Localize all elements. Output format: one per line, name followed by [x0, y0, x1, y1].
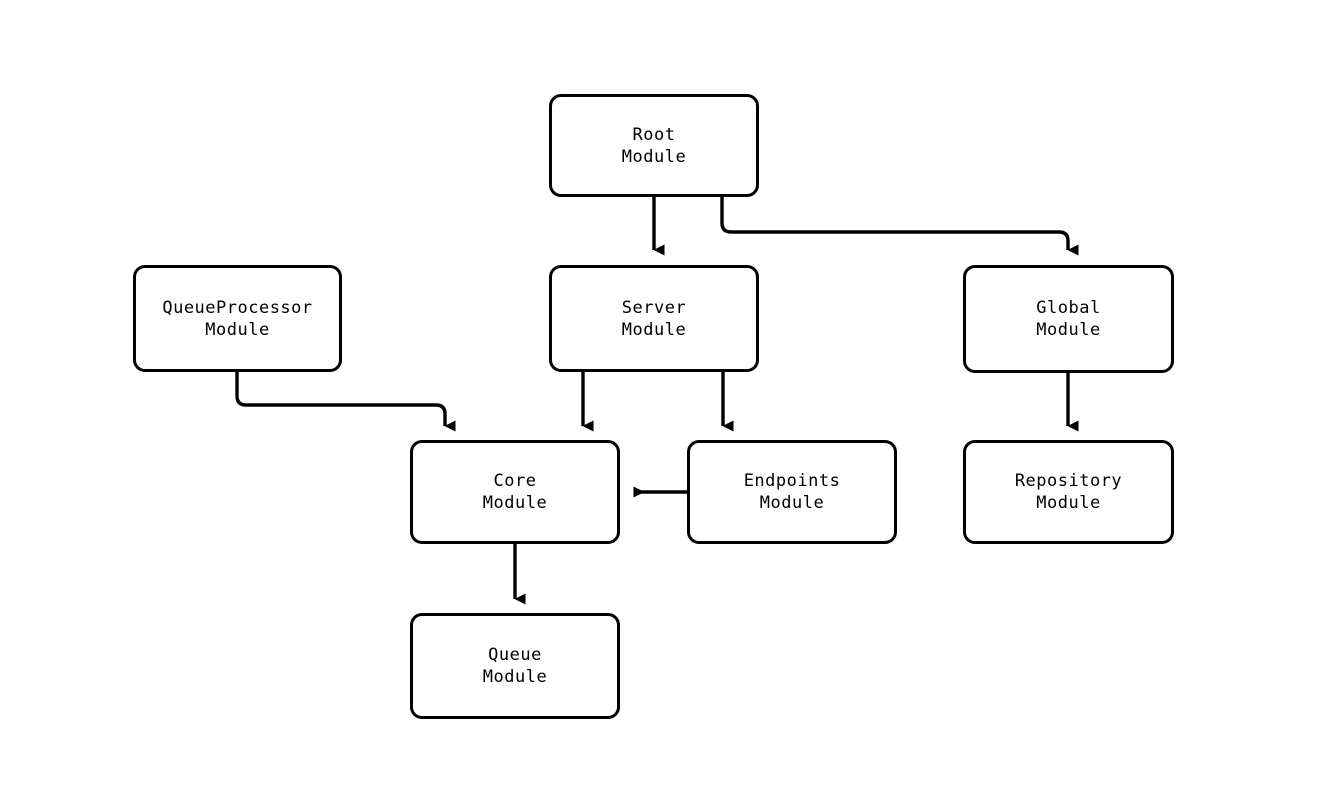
node-queueprocessor-module[interactable]: QueueProcessor Module	[133, 265, 342, 372]
node-global-module[interactable]: Global Module	[963, 265, 1174, 373]
node-queue-module[interactable]: Queue Module	[410, 613, 620, 719]
node-root-module[interactable]: Root Module	[549, 94, 759, 197]
node-root-module-label-line1: Root	[632, 124, 676, 145]
node-global-module-label-line1: Global	[1036, 298, 1101, 318]
node-root-module-label-line2: Module	[621, 146, 687, 167]
node-core-module[interactable]: Core Module	[410, 440, 620, 544]
node-endpoints-module[interactable]: Endpoints Module	[687, 440, 897, 544]
node-queueprocessor-module-label-line2: Module	[205, 319, 270, 340]
node-server-module-label-line2: Module	[621, 319, 687, 340]
node-endpoints-module-label-line1: Endpoints	[743, 471, 841, 491]
node-core-module-label-line2: Module	[482, 493, 548, 513]
node-core-module-label-line1: Core	[493, 471, 537, 491]
node-endpoints-module-label-line2: Module	[759, 493, 825, 513]
node-repository-module[interactable]: Repository Module	[963, 440, 1174, 544]
edge-queueprocessor-to-core	[235, 372, 456, 432]
node-queue-module-label-line2: Module	[482, 667, 548, 687]
node-queue-module-label-line1: Queue	[488, 645, 542, 665]
node-server-module[interactable]: Server Module	[549, 265, 759, 372]
node-global-module-label-line2: Module	[1036, 320, 1101, 340]
node-repository-module-label-line1: Repository	[1014, 471, 1123, 491]
node-server-module-label-line1: Server	[621, 297, 687, 318]
node-repository-module-label-line2: Module	[1036, 493, 1101, 513]
edge-root-to-global	[720, 197, 1079, 256]
node-queueprocessor-module-label-line1: QueueProcessor	[162, 297, 313, 318]
